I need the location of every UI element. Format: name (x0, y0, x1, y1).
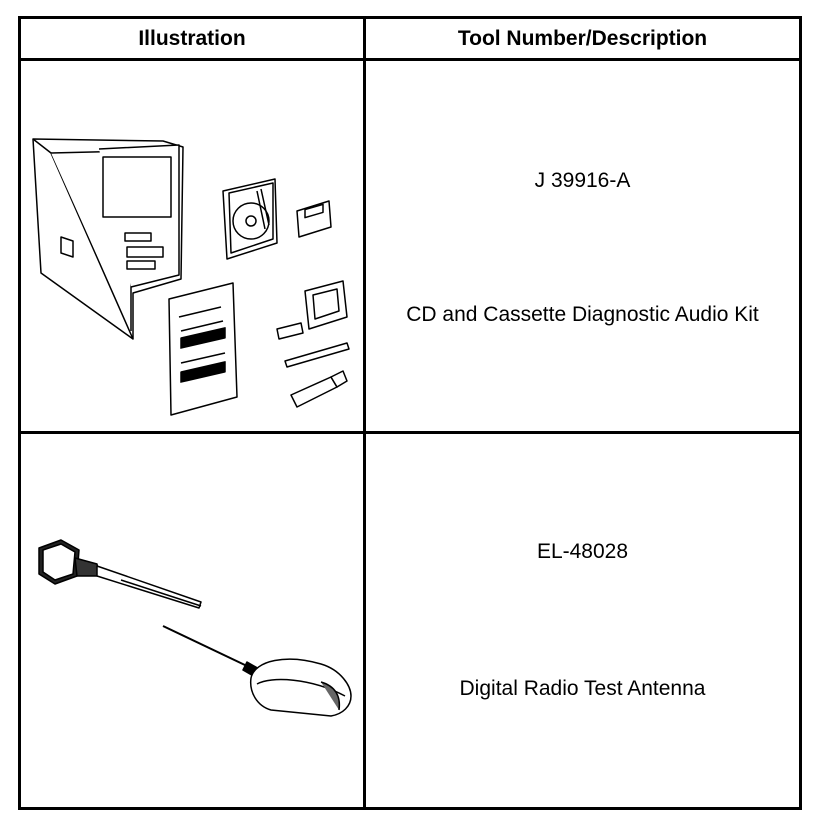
tool-description-cell: J 39916-A CD and Cassette Diagnostic Aud… (363, 58, 802, 434)
tool-description: Digital Radio Test Antenna (459, 677, 706, 700)
table-row: EL-48028 Digital Radio Test Antenna (18, 431, 802, 810)
table-header-row: Illustration Tool Number/Description (18, 16, 802, 61)
test-antenna-illustration (38, 539, 352, 717)
audio-kit-illustration (32, 138, 350, 416)
illustration-cell (18, 58, 366, 434)
header-tool-description: Tool Number/Description (363, 16, 802, 61)
tool-number: J 39916-A (534, 169, 631, 192)
tool-number: EL-48028 (536, 540, 629, 563)
table-row: J 39916-A CD and Cassette Diagnostic Aud… (18, 58, 802, 434)
tool-description: CD and Cassette Diagnostic Audio Kit (406, 303, 759, 326)
header-illustration: Illustration (18, 16, 366, 61)
tool-description-cell: EL-48028 Digital Radio Test Antenna (363, 431, 802, 810)
special-tools-table: Illustration Tool Number/Description (18, 16, 802, 810)
illustration-cell (18, 431, 366, 810)
